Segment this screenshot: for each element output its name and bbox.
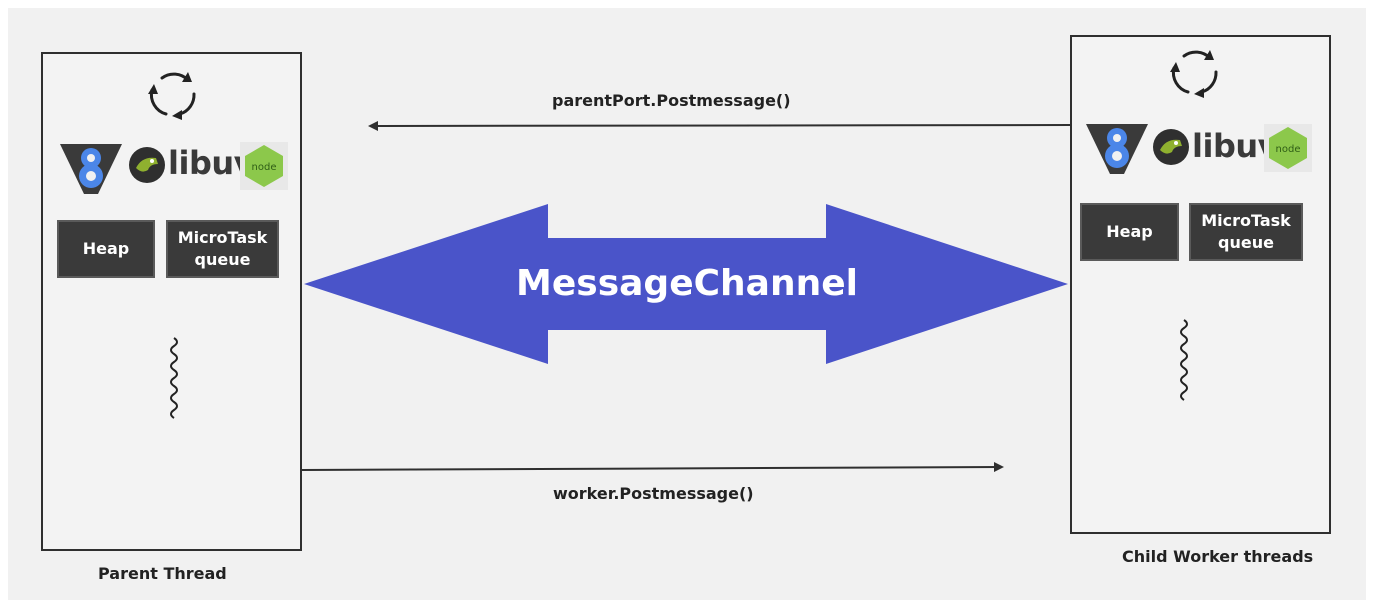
- parent-to-child-arrow: [302, 462, 1004, 473]
- heap-label: Heap: [82, 239, 130, 259]
- nodejs-logo: node: [240, 142, 288, 190]
- child-thread-caption: Child Worker threads: [1122, 547, 1314, 566]
- nodejs-logo: node: [1264, 124, 1312, 172]
- libuv-dino-icon: [129, 147, 165, 183]
- child-to-parent-label: parentPort.Postmessage(): [552, 91, 791, 110]
- parent-thread-box: [41, 52, 302, 551]
- child-to-parent-arrow: [368, 120, 1071, 131]
- heap-label: Heap: [1106, 222, 1153, 242]
- child-microtask-block: MicroTask queue: [1189, 203, 1303, 261]
- message-channel-arrow: [304, 204, 1068, 364]
- squiggle-icon: [170, 337, 178, 419]
- parent-microtask-block: MicroTask queue: [166, 220, 279, 278]
- squiggle-icon: [1180, 319, 1188, 401]
- message-channel-label: MessageChannel: [516, 263, 858, 304]
- microtask-label-line1: MicroTask: [1201, 211, 1291, 231]
- cycle-icon: [1170, 50, 1218, 98]
- microtask-label-line1: MicroTask: [177, 228, 268, 248]
- v8-logo: [60, 144, 122, 194]
- svg-text:node: node: [1276, 144, 1301, 155]
- libuv-dino-icon: [1153, 129, 1189, 165]
- child-thread-box: [1070, 35, 1331, 534]
- svg-text:node: node: [252, 162, 277, 173]
- cycle-icon: [148, 72, 196, 120]
- message-channel-arrow-shape: [304, 204, 1068, 364]
- parent-to-child-label: worker.Postmessage(): [553, 484, 754, 503]
- microtask-label-line2: queue: [1218, 233, 1274, 252]
- microtask-label-line2: queue: [194, 250, 251, 269]
- child-heap-block: Heap: [1080, 203, 1179, 261]
- parent-thread-caption: Parent Thread: [98, 564, 227, 583]
- parent-heap-block: Heap: [57, 220, 155, 278]
- v8-logo: [1086, 124, 1148, 174]
